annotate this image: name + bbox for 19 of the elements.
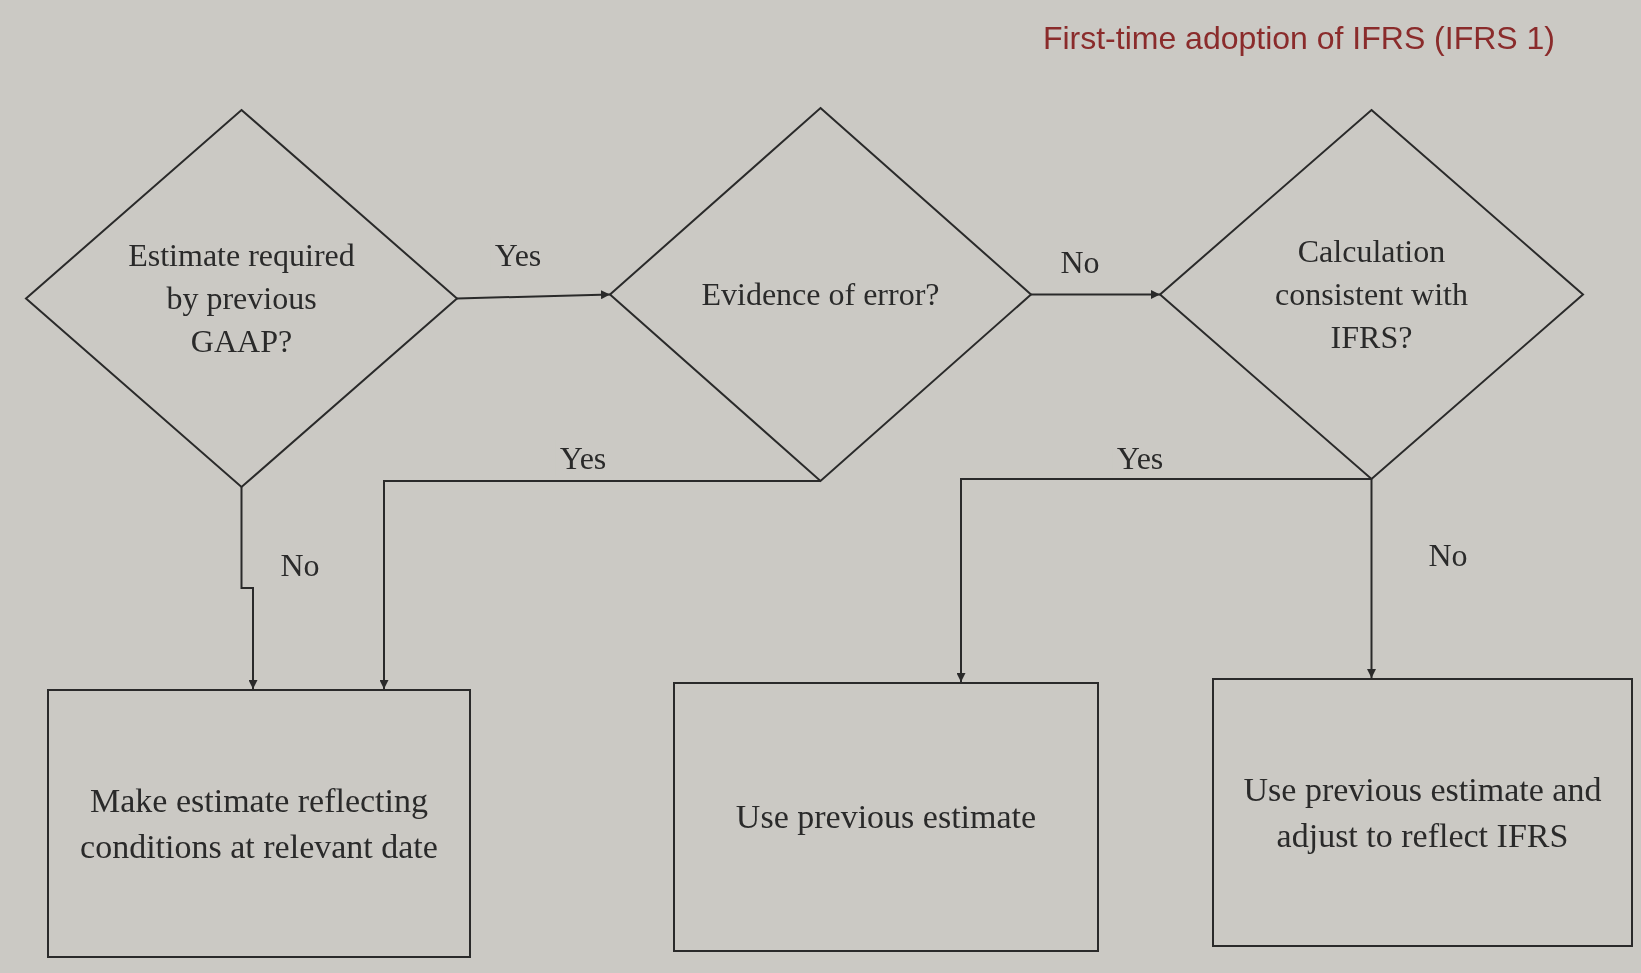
process-box [47, 689, 471, 958]
arrow [379, 480, 822, 690]
process-box [673, 682, 1099, 952]
page-title: First-time adoption of IFRS (IFRS 1) [1042, 20, 1555, 57]
arrow [1367, 478, 1376, 679]
node-text: Use previous estimate and adjust to reflect IFRS [1242, 769, 1603, 856]
decision-diamond [26, 110, 457, 487]
decision-diamond [1160, 110, 1583, 479]
arrow [956, 478, 1373, 683]
arrow [240, 486, 258, 690]
arrow [456, 290, 611, 300]
node-text: Make estimate reflecting conditions at relevant date [79, 780, 439, 867]
process-box [1212, 678, 1633, 947]
decision-diamond [610, 108, 1031, 481]
node-text: Estimate required by previous GAAP? [127, 235, 356, 362]
arrow [1030, 290, 1161, 299]
node-text: Calculation consistent with IFRS? [1274, 231, 1469, 358]
node-text: Use previous estimate [735, 797, 1037, 838]
node-text: Evidence of error? [701, 274, 940, 314]
